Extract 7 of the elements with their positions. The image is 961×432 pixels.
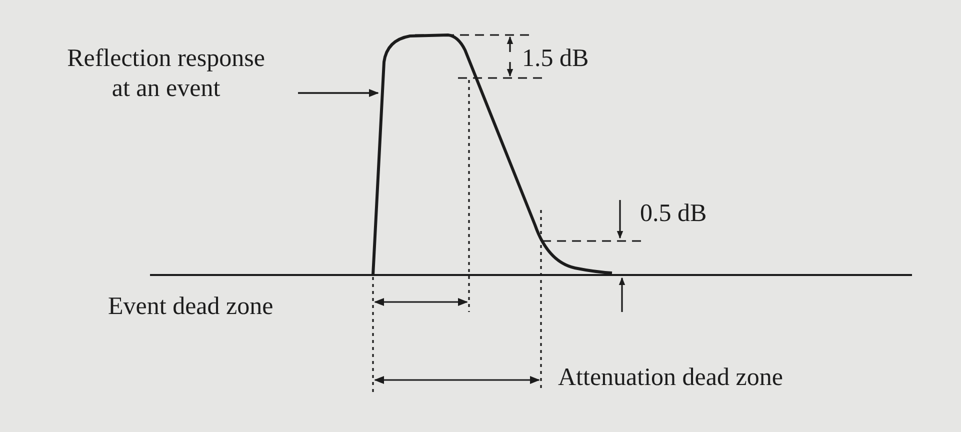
dimension-label: Attenuation dead zone bbox=[558, 363, 783, 393]
dimension-label: Event dead zone bbox=[108, 292, 274, 322]
reflection-curve bbox=[372, 34, 612, 276]
dimension-label: 1.5 dB bbox=[522, 44, 589, 74]
dimension-label: 0.5 dB bbox=[640, 199, 707, 229]
leader-arrow bbox=[298, 89, 379, 97]
callout-text: Reflection response at an event bbox=[55, 44, 277, 104]
